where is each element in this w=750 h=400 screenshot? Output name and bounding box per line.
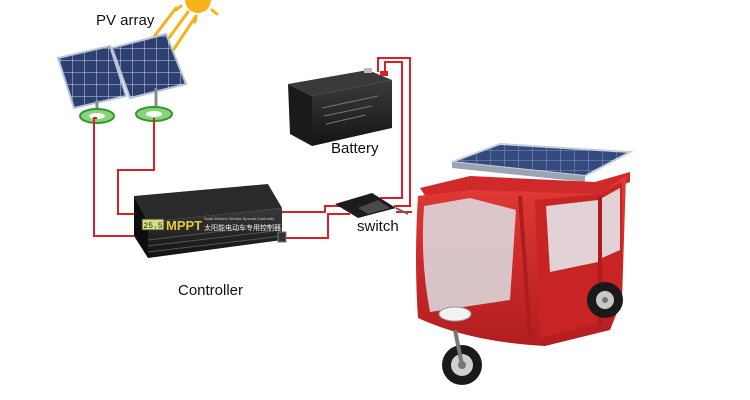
pv-array-label: PV array	[96, 12, 155, 29]
electric-tricycle	[416, 142, 634, 385]
controller-display	[141, 218, 165, 231]
switch-device	[335, 193, 409, 218]
battery-unit	[288, 68, 392, 146]
controller-label: Controller	[178, 282, 244, 299]
wiring	[93, 57, 412, 239]
switch-label: switch	[357, 218, 399, 235]
battery-label: Battery	[331, 140, 379, 157]
controller-display-value: 25.5	[143, 222, 162, 231]
solar-panel-right	[110, 32, 188, 122]
solar-panel-left	[56, 44, 128, 124]
controller-english-subtext: Solar Electric Vehicle Special Controlle…	[204, 216, 275, 221]
mppt-controller: 25.5 MPPT Solar Electric Vehicle Special…	[134, 184, 287, 258]
controller-brand: MPPT	[166, 218, 202, 233]
controller-chinese-text: 太阳能电动车专用控制器	[204, 223, 281, 232]
pv-array	[56, 32, 188, 124]
roof-solar-panel	[451, 142, 634, 182]
